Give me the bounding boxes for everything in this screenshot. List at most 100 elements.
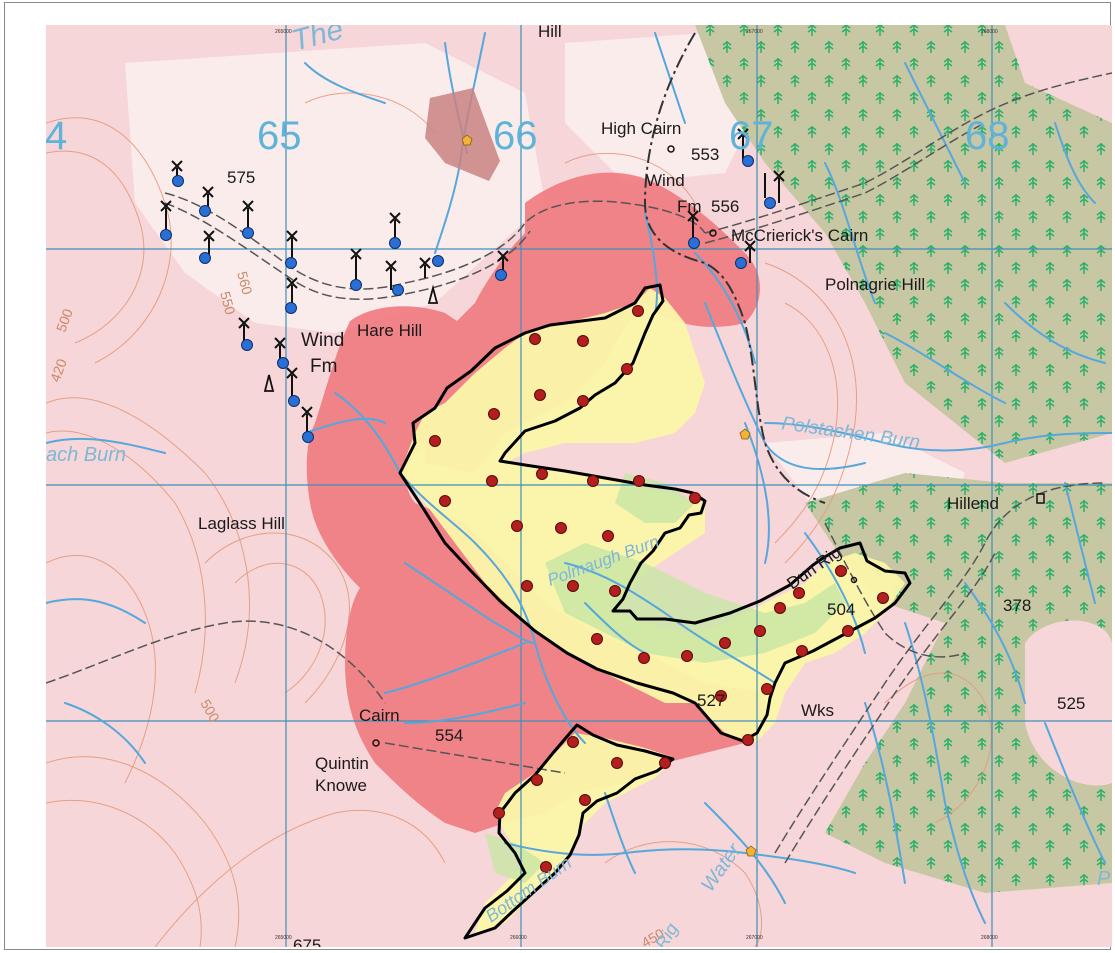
turbine-proposed[interactable] — [835, 565, 847, 577]
turbine-proposed[interactable] — [742, 734, 754, 746]
turbine-existing[interactable] — [285, 302, 297, 314]
turbine-proposed[interactable] — [577, 335, 589, 347]
turbine-existing[interactable] — [302, 431, 314, 443]
spot-circles — [372, 145, 858, 747]
forest-northeast-trees — [695, 25, 1112, 463]
place-label: 504 — [827, 600, 855, 619]
turbine-proposed[interactable] — [842, 625, 854, 637]
turbine-existing[interactable] — [735, 257, 747, 269]
place-label: Laglass Hill — [198, 514, 285, 533]
turbine-proposed[interactable] — [531, 774, 543, 786]
place-label: Knowe — [315, 776, 367, 795]
marker-pentagon[interactable] — [745, 845, 757, 857]
turbine-existing[interactable] — [350, 279, 362, 291]
pentagon-markers — [461, 134, 757, 857]
turbine-existing[interactable] — [285, 257, 297, 269]
place-label: Fm — [677, 197, 702, 216]
place-label: Cairn — [359, 706, 400, 725]
turbine-proposed[interactable] — [567, 580, 579, 592]
turbine-proposed[interactable] — [534, 389, 546, 401]
turbine-proposed[interactable] — [536, 468, 548, 480]
turbine-proposed[interactable] — [761, 683, 773, 695]
existing-turbine-symbols — [160, 128, 785, 437]
grid-number: 68 — [965, 114, 1010, 158]
turbine-proposed[interactable] — [715, 690, 727, 702]
contour-label: 420 — [47, 356, 70, 384]
site-boundary-main[interactable] — [398, 283, 912, 743]
grid-tick-label: 267000 — [746, 29, 763, 35]
grid-number: 65 — [257, 114, 302, 158]
turbine-proposed[interactable] — [621, 363, 633, 375]
turbine-existing[interactable] — [199, 205, 211, 217]
turbine-proposed[interactable] — [633, 475, 645, 487]
place-label: 553 — [691, 145, 719, 164]
place-label: Wind — [301, 330, 344, 351]
turbine-existing[interactable] — [277, 357, 289, 369]
contour-label: 500 — [53, 306, 76, 334]
turbine-proposed[interactable] — [638, 652, 650, 664]
turbine-proposed[interactable] — [793, 587, 805, 599]
turbine-proposed[interactable] — [511, 520, 523, 532]
turbine-proposed[interactable] — [611, 757, 623, 769]
turbine-existing[interactable] — [389, 237, 401, 249]
turbine-existing[interactable] — [392, 284, 404, 296]
building-hillend — [1036, 493, 1045, 504]
turbine-proposed[interactable] — [659, 757, 671, 769]
turbine-proposed[interactable] — [555, 522, 567, 534]
parcel-north — [425, 88, 500, 181]
turbine-proposed[interactable] — [486, 475, 498, 487]
grid-tick-label: 267000 — [746, 935, 763, 941]
marker-pentagon[interactable] — [739, 428, 751, 440]
turbine-proposed[interactable] — [540, 861, 552, 873]
turbine-proposed[interactable] — [587, 475, 599, 487]
turbine-proposed[interactable] — [689, 492, 701, 504]
contour-lines — [46, 92, 992, 947]
turbine-existing[interactable] — [160, 229, 172, 241]
grid-number: 66 — [493, 114, 538, 158]
contour-label: 560 — [234, 270, 256, 297]
turbine-proposed[interactable] — [877, 592, 889, 604]
turbine-proposed[interactable] — [579, 794, 591, 806]
marker-pentagon[interactable] — [461, 134, 473, 146]
tracks — [46, 72, 1112, 864]
turbine-proposed[interactable] — [754, 625, 766, 637]
turbine-proposed[interactable] — [796, 645, 808, 657]
turbine-proposed[interactable] — [488, 408, 500, 420]
streams — [46, 32, 1112, 924]
grid-tick-label: 266000 — [510, 935, 527, 941]
turbine-existing[interactable] — [288, 395, 300, 407]
turbine-existing[interactable] — [688, 237, 700, 249]
turbine-proposed[interactable] — [429, 435, 441, 447]
turbine-proposed[interactable] — [493, 807, 505, 819]
turbine-existing[interactable] — [742, 155, 754, 167]
turbine-proposed[interactable] — [719, 637, 731, 649]
turbine-proposed[interactable] — [602, 530, 614, 542]
turbine-existing[interactable] — [241, 339, 253, 351]
turbine-proposed[interactable] — [577, 395, 589, 407]
place-label: Quintin — [315, 754, 369, 773]
site-boundary-south[interactable] — [463, 723, 675, 940]
turbine-proposed[interactable] — [609, 585, 621, 597]
turbine-proposed[interactable] — [681, 650, 693, 662]
grid-lines — [46, 25, 1112, 947]
grid-tick-label: 268000 — [981, 935, 998, 941]
turbine-proposed[interactable] — [567, 736, 579, 748]
turbine-proposed[interactable] — [529, 333, 541, 345]
turbine-existing[interactable] — [495, 269, 507, 281]
turbine-existing[interactable] — [432, 255, 444, 267]
place-label: 525 — [1057, 694, 1085, 713]
place-label: 575 — [227, 168, 255, 187]
turbine-proposed[interactable] — [439, 495, 451, 507]
turbine-proposed[interactable] — [521, 580, 533, 592]
turbine-existing[interactable] — [199, 252, 211, 264]
turbine-proposed[interactable] — [632, 305, 644, 317]
turbine-proposed[interactable] — [774, 602, 786, 614]
turbine-existing[interactable] — [172, 175, 184, 187]
grid-tick-label: 265000 — [275, 29, 292, 35]
existing-turbines — [160, 155, 776, 443]
turbine-proposed[interactable] — [591, 633, 603, 645]
turbine-existing[interactable] — [764, 197, 776, 209]
site-map[interactable]: 4 65 66 67 68 265000 267000 268000 26500… — [5, 3, 1112, 951]
triangle-symbols — [263, 284, 439, 392]
turbine-existing[interactable] — [242, 227, 254, 239]
